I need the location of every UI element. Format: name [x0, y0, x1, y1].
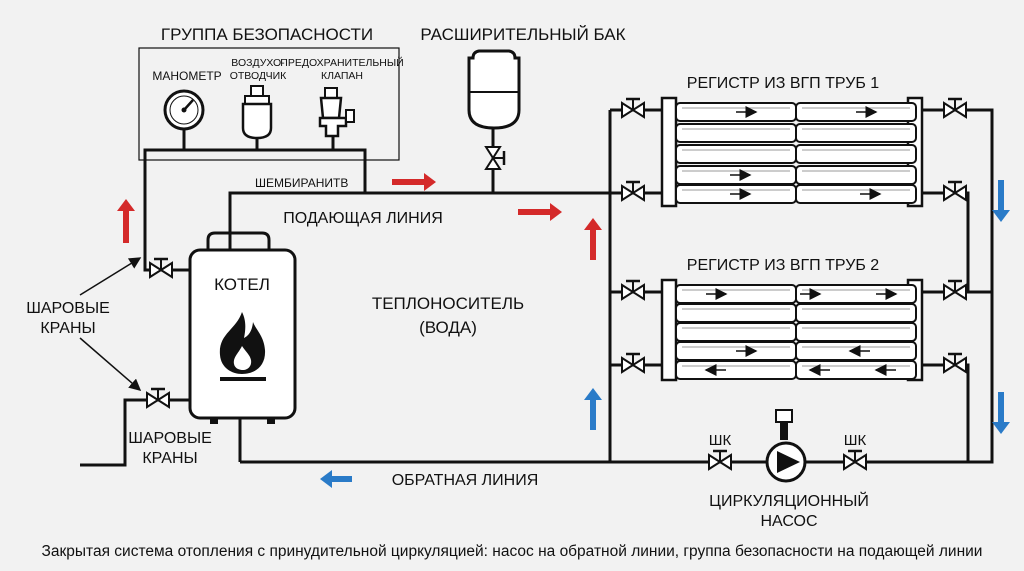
hot-arrow-icon [518, 203, 562, 221]
register1-return-valve-icon [942, 97, 968, 119]
manometer-label: МАНОМЕТР [152, 69, 221, 83]
safety-group-label: ГРУППА БЕЗОПАСНОСТИ [161, 25, 373, 44]
relief-valve-label-line2: КЛАПАН [321, 70, 363, 82]
register2-return-valve-icon [942, 279, 968, 301]
hot-arrow-icon [392, 173, 436, 191]
boiler-supply-ball-valve-icon [148, 257, 174, 279]
pump-label-line2: НАСОС [760, 513, 817, 530]
pump-label-line1: ЦИРКУЛЯЦИОННЫЙ [709, 491, 869, 510]
relief-valve-label-line1: ПРЕДОХРАНИТЕЛЬНЫЙ [280, 56, 403, 69]
pressure-gauge-icon [163, 89, 205, 150]
cold-arrow-icon [584, 388, 602, 430]
ball-valves-label-line1: ШАРОВЫЕ [26, 300, 110, 317]
register2-outlet-valve-icon [620, 352, 646, 374]
register1-inlet-valve-icon [620, 97, 646, 119]
flame-icon [219, 312, 266, 381]
ball-valves-label-line2: КРАНЫ [40, 320, 95, 337]
return-line-label: ОБРАТНАЯ ЛИНИЯ [392, 472, 539, 489]
register2-inlet-valve-icon [620, 279, 646, 301]
cold-flow-arrows [584, 180, 1010, 434]
boiler-label: КОТЕЛ [214, 275, 270, 294]
shk-left-valve-icon [707, 449, 733, 471]
register-2 [660, 278, 924, 382]
air-vent-icon [241, 85, 273, 150]
hot-arrow-icon [117, 199, 135, 243]
safety-group-box [138, 47, 400, 161]
caption: Закрытая система отопления с принудитель… [42, 543, 983, 560]
safety-group-manifold [143, 148, 367, 255]
hot-arrow-icon [584, 218, 602, 260]
supply-pipe [228, 191, 610, 250]
register1-outlet-valve-icon [620, 180, 646, 202]
relief-valve-icon [318, 87, 355, 150]
register1-return-valve-icon [942, 180, 968, 202]
boiler-return-ball-valve-icon [145, 387, 171, 409]
hot-flow-arrows [117, 173, 602, 260]
supply-line-label: ПОДАЮЩАЯ ЛИНИЯ [283, 210, 443, 227]
bottom-ball-valves-label-line2: КРАНЫ [142, 450, 197, 467]
bottom-ball-valves-label-line1: ШАРОВЫЕ [128, 430, 212, 447]
expansion-tank-label: РАСШИРИТЕЛЬНЫЙ БАК [420, 25, 625, 44]
return-pipe [240, 108, 994, 464]
shembiranitv-label: ШЕМБИРАНИТВ [255, 176, 348, 190]
shk-right-label: ШК [844, 432, 867, 449]
tank-valve-icon [484, 145, 506, 171]
register-1 [660, 96, 924, 208]
register2-label: РЕГИСТР ИЗ ВГП ТРУБ 2 [687, 257, 880, 274]
leader-line [79, 337, 142, 391]
coolant-label-line2: (ВОДА) [419, 318, 477, 337]
cold-arrow-icon [320, 470, 352, 488]
cold-arrow-icon [992, 180, 1010, 222]
shk-right-valve-icon [842, 449, 868, 471]
air-vent-label-line1: ВОЗДУХО- [231, 57, 285, 69]
boiler-supply-connection [143, 255, 190, 272]
register1-label: РЕГИСТР ИЗ ВГП ТРУБ 1 [687, 75, 880, 92]
shk-left-label: ШК [709, 432, 732, 449]
air-vent-label-line2: ОТВОДЧИК [230, 70, 287, 82]
leader-line [79, 257, 142, 296]
expansion-tank-icon [467, 49, 521, 193]
coolant-label-line1: ТЕПЛОНОСИТЕЛЬ [372, 294, 524, 313]
circulation-pump-icon [765, 409, 807, 483]
cold-arrow-icon [992, 392, 1010, 434]
register2-return-valve-icon [942, 352, 968, 374]
